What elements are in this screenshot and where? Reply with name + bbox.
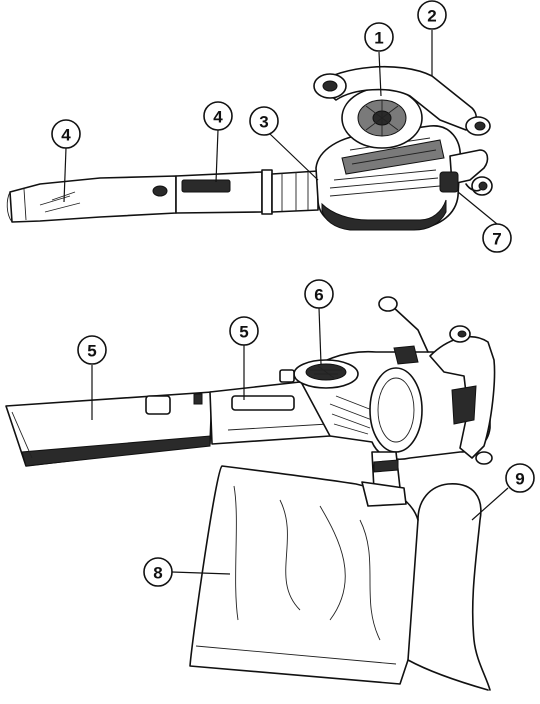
callout-4-front-tube: 4 — [51, 119, 81, 149]
vacuum-assembly — [5, 296, 496, 691]
callout-6: 6 — [304, 279, 334, 309]
callout-7: 7 — [482, 223, 512, 253]
callout-9: 9 — [505, 463, 535, 493]
callout-4-rear-tube: 4 — [203, 101, 233, 131]
callout-1: 1 — [364, 22, 394, 52]
callout-5b-label: 5 — [239, 323, 248, 342]
callout-2-label: 2 — [427, 7, 436, 26]
callout-4a-label: 4 — [61, 126, 71, 145]
callout-2: 2 — [417, 0, 447, 30]
callout-3-label: 3 — [259, 113, 268, 132]
vacuum-tube-front — [5, 391, 213, 467]
callout-7-label: 7 — [492, 230, 501, 249]
callout-8: 8 — [143, 557, 173, 587]
callout-5-rear-tube: 5 — [229, 316, 259, 346]
collection-bag — [189, 465, 491, 691]
callout-4b-label: 4 — [213, 108, 223, 127]
callout-3: 3 — [249, 106, 279, 136]
leader-lines — [63, 30, 509, 575]
blower-tube-rear — [175, 169, 319, 215]
blower-body — [313, 65, 493, 231]
callout-5a-label: 5 — [87, 342, 96, 361]
callout-8-label: 8 — [153, 564, 162, 583]
vacuum-body — [279, 296, 496, 491]
callout-5-front-tube: 5 — [77, 335, 107, 365]
callout-1-label: 1 — [374, 29, 383, 48]
callout-9-label: 9 — [515, 470, 524, 489]
callouts: 1 2 3 4 4 5 5 6 — [51, 0, 535, 587]
blower-assembly — [6, 65, 493, 231]
blower-tube-front — [6, 175, 177, 223]
callout-6-label: 6 — [314, 286, 323, 305]
